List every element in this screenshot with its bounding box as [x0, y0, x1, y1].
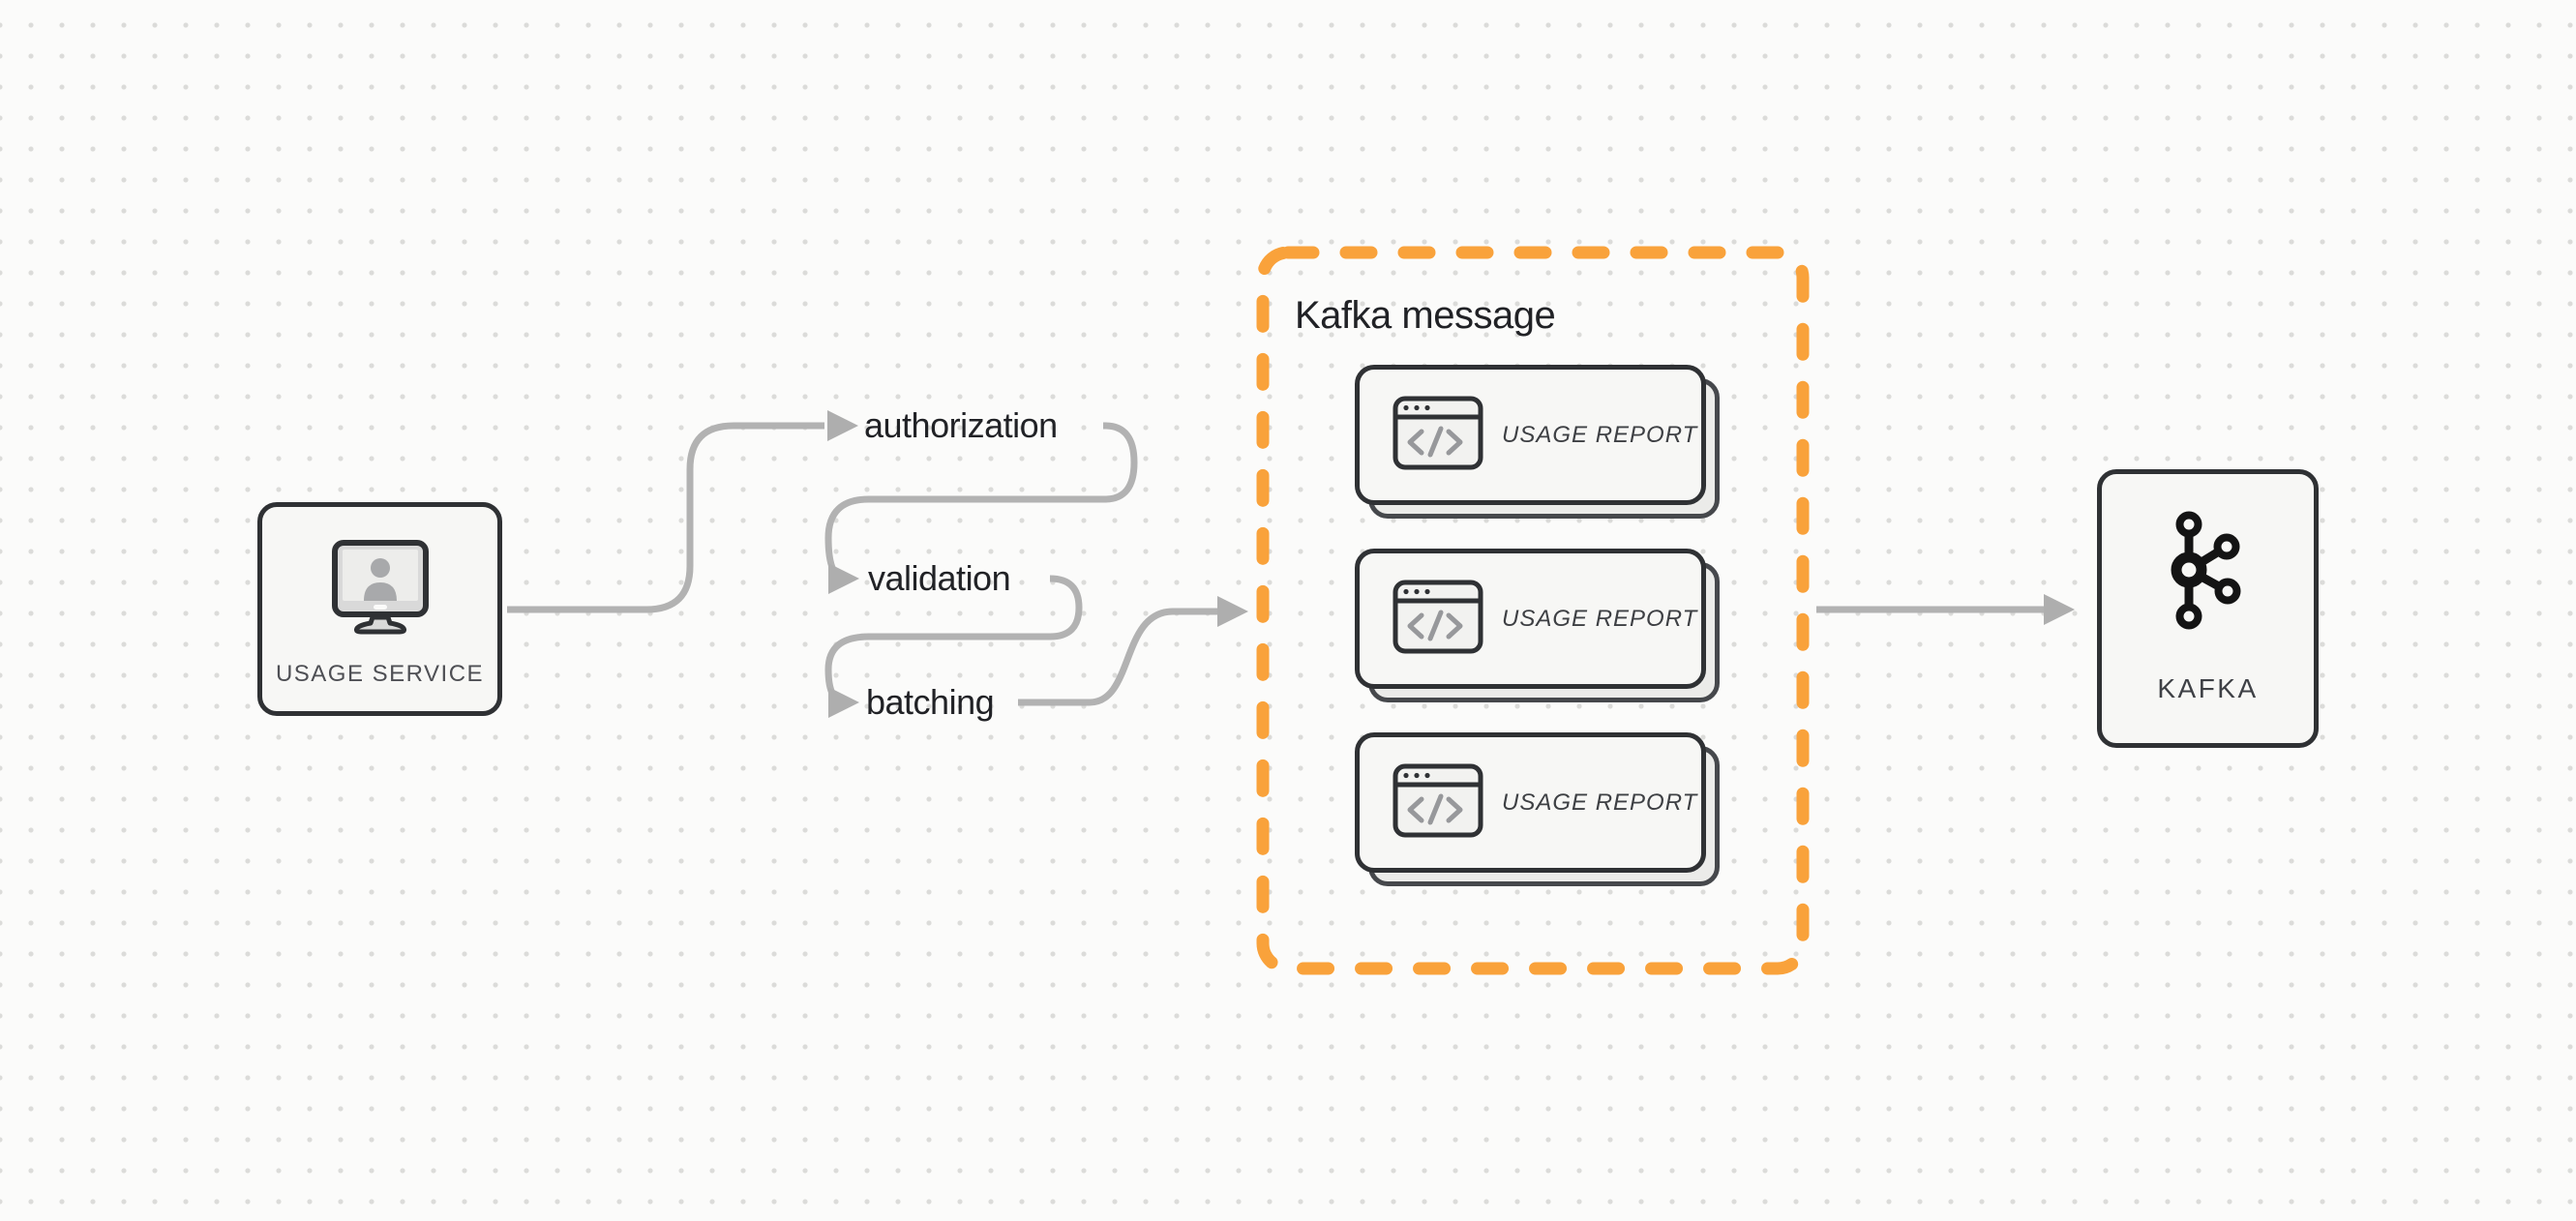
kafka-message-group-border[interactable] — [1256, 246, 1810, 975]
usage-service-label: USAGE SERVICE — [275, 661, 485, 687]
code-window-icon — [1393, 763, 1483, 843]
code-window-icon — [1393, 580, 1483, 659]
arrowhead — [828, 563, 859, 594]
monitor-user-icon — [330, 538, 431, 640]
usage-report-card[interactable]: USAGE REPORT — [1355, 549, 1720, 702]
kafka-node[interactable]: KAFKA — [2097, 469, 2319, 748]
arrowhead — [1217, 596, 1248, 627]
kafka-logo-icon — [2171, 507, 2246, 642]
step-authorization[interactable]: authorization — [864, 405, 1058, 445]
kafka-label: KAFKA — [2157, 673, 2259, 703]
arrowhead — [2044, 594, 2075, 625]
usage-report-label: USAGE REPORT — [1502, 789, 1698, 816]
step-batching[interactable]: batching — [866, 682, 995, 722]
usage-report-label: USAGE REPORT — [1502, 605, 1698, 632]
connector-batching-to-group[interactable] — [1018, 596, 1248, 706]
usage-report-card[interactable]: USAGE REPORT — [1355, 732, 1720, 886]
kafka-message-group-title[interactable]: Kafka message — [1295, 294, 1556, 337]
arrowhead — [827, 410, 858, 441]
arrowhead — [828, 687, 859, 718]
usage-report-label: USAGE REPORT — [1502, 421, 1698, 448]
connector-validation-to-batching[interactable] — [824, 575, 1083, 718]
connector-authorization-to-validation[interactable] — [824, 422, 1138, 594]
code-window-icon — [1393, 396, 1483, 475]
step-validation[interactable]: validation — [868, 558, 1011, 598]
usage-report-card[interactable]: USAGE REPORT — [1355, 365, 1720, 519]
connector-group-to-kafka[interactable] — [1816, 594, 2075, 625]
connector-usage-to-authorization[interactable] — [507, 410, 858, 613]
usage-service-node[interactable]: USAGE SERVICE — [257, 502, 502, 716]
